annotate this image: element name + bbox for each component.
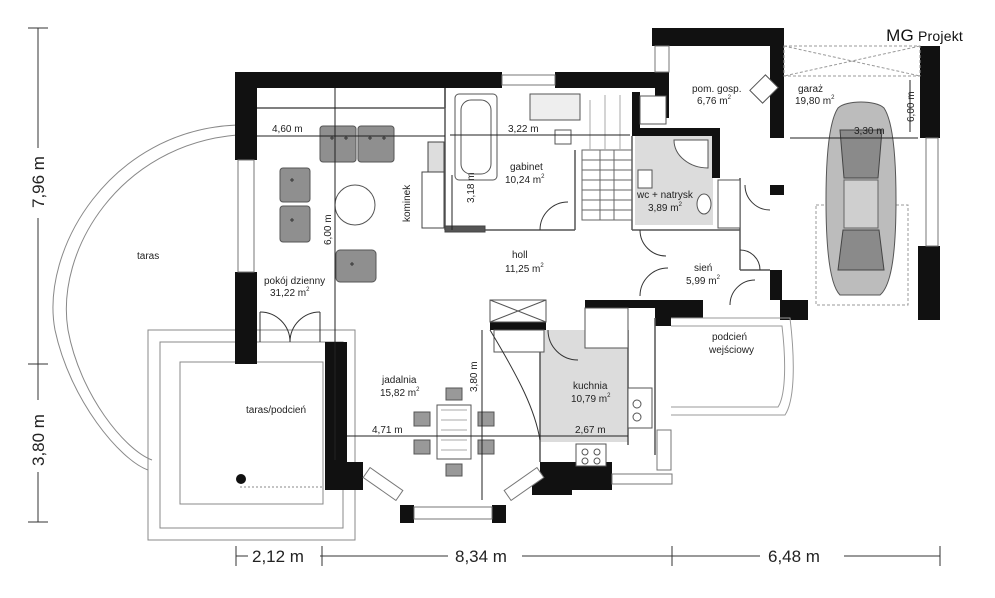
windows [237,45,939,520]
sofa-details [290,136,386,266]
terrace-label: taras [137,251,159,262]
utility-fixtures [639,74,779,229]
dim-380: 3,80 m [469,361,480,392]
dim-600-garage: 6,00 m [906,91,917,122]
garage-area: 19,80 m2 [795,95,835,107]
dim-lines [257,80,918,500]
hall-area: 11,25 m2 [505,263,544,275]
dim-471: 4,71 m [372,425,403,436]
logo-mg: MG [886,26,914,45]
logo-projekt: Projekt [918,28,963,44]
dim-600-living: 6,00 m [323,214,334,245]
dining-name: jadalnia [381,375,417,386]
shower-icon [637,139,712,215]
hall-name: holl [512,250,528,261]
wc-name: wc + natrysk [636,190,694,201]
living-room-area: 31,22 m2 [270,287,310,299]
bathtub-icon [454,93,581,181]
living-room-name: pokój dzienny [264,276,325,287]
dim-460: 4,60 m [272,124,303,135]
walls [235,28,940,523]
overall-dim-lines [28,27,941,566]
car-icon [825,101,897,296]
fireplace-icon [421,141,486,233]
kitchen-fixtures [489,299,653,467]
dim-322: 3,22 m [508,124,539,135]
overall-bottom-3: 6,48 m [768,547,820,566]
dim-318: 3,18 m [466,172,477,203]
utility-area: 6,76 m2 [697,95,732,107]
porch-line1: podcień [712,332,747,343]
doors [259,184,771,441]
terrace-porch-label: taras/podcień [246,405,306,416]
overall-bottom-2: 8,34 m [455,547,507,566]
overall-left-top: 7,96 m [29,156,48,208]
utility-name: pom. gosp. [692,84,741,95]
vestibule-area: 5,99 m2 [686,275,721,287]
sofa-icon [279,125,395,283]
table-icon [334,184,376,226]
wc-area: 3,89 m2 [648,202,683,214]
dim-267: 2,67 m [575,425,606,436]
stairs-icon [581,95,633,221]
overall-left-bottom: 3,80 m [29,414,48,466]
kitchen-area: 10,79 m2 [571,393,611,405]
vestibule-name: sień [694,263,712,274]
brand-logo: MG Projekt [886,26,963,46]
office-area: 10,24 m2 [505,174,545,186]
entrance-steps [671,317,794,416]
dim-330: 3,30 m [854,126,885,137]
dining-area: 15,82 m2 [380,387,420,399]
fireplace-label: kominek [402,184,413,222]
porch-line2: wejściowy [708,345,754,356]
garage-name: garaż [798,84,823,95]
kitchen-name: kuchnia [573,381,608,392]
terrace-outline [52,124,238,471]
office-name: gabinet [510,162,543,173]
column-icon [236,474,246,484]
overall-bottom-1: 2,12 m [252,547,304,566]
